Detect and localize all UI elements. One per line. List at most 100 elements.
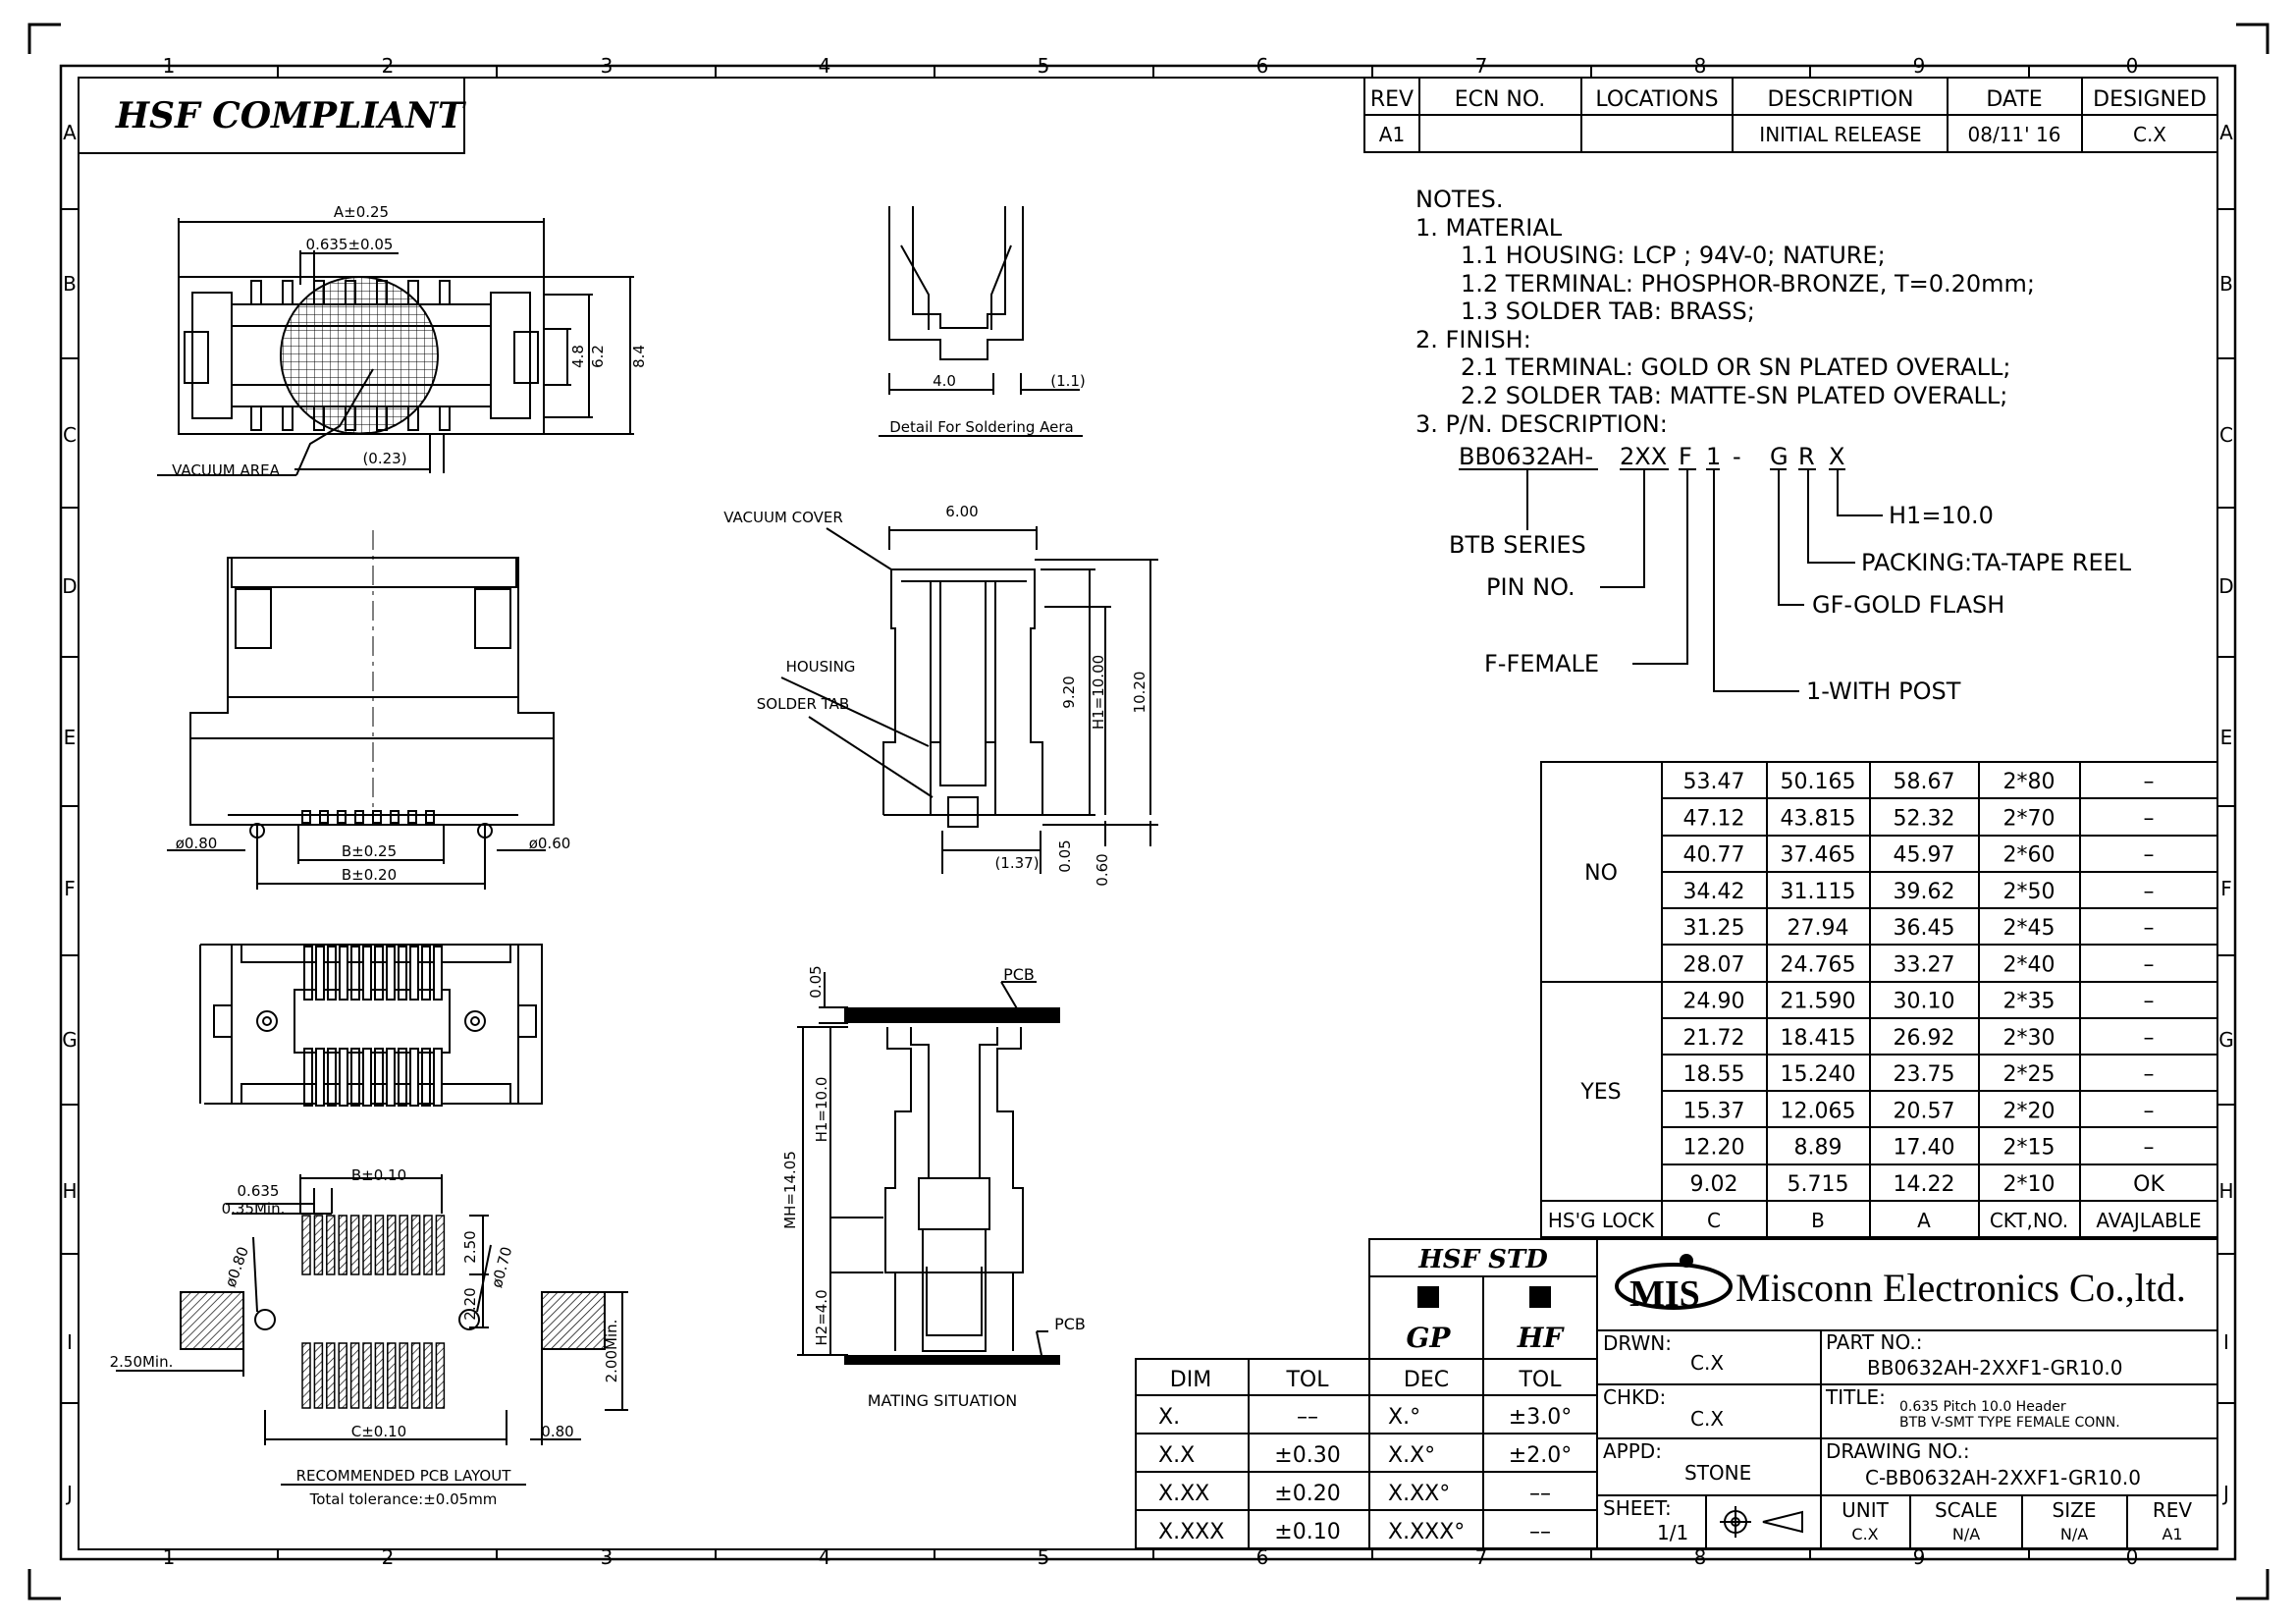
tol-value: ±0.30 [1274,1443,1340,1468]
corner-marks [27,23,2269,1600]
col-label-bottom: 4 [819,1545,831,1569]
size-table-cell: 45.97 [1894,843,1955,868]
mis-logo: MIS [1615,1254,1733,1315]
dim-1020: 10.20 [1131,672,1148,714]
pcb-pad [423,1342,433,1409]
footer-hsg-lock: HS'G LOCK [1548,1209,1655,1232]
pcb-pad [399,1342,408,1409]
logo-text: MIS [1629,1273,1700,1315]
size-table-cell: 2*15 [2003,1136,2056,1161]
dim-value: X. [1158,1405,1180,1430]
bottom-pcb [844,1355,1060,1365]
terminal-pin [386,1048,396,1107]
hsf-compliant-label: HSF COMPLIANT [115,95,466,136]
size-table-cell: 34.42 [1683,880,1745,904]
pn-part-gender: F [1679,443,1692,470]
dec-value: X.XX° [1388,1482,1450,1506]
hsf-compliant-box [78,77,465,154]
tol-value: ±3.0° [1509,1405,1572,1430]
row-label-left: E [64,726,77,749]
part-no-label: PART NO.: [1826,1330,1922,1354]
dim-060: 0.60 [1094,853,1111,886]
pcb-pad [338,1215,347,1275]
dim-h1: H1=10.0 [813,1077,830,1143]
pcb-layout-view: 0.635 0.35Min. B±0.10 2.50Min. C±0.10 0.… [110,1166,628,1508]
dim-b010: B±0.10 [351,1166,406,1184]
size-table-cell: – [2144,806,2155,831]
size-table-cell: 21.590 [1781,990,1856,1014]
terminal-pin [433,1048,443,1107]
row-label-right: I [2223,1330,2229,1354]
pcb-pad [301,1342,311,1409]
top-pcb [844,1007,1060,1023]
pcb-pad [435,1342,446,1409]
col-label-bottom: 9 [1913,1545,1926,1569]
size-table-cell: 2*35 [2003,990,2056,1014]
size-table-cell: 12.065 [1781,1099,1856,1123]
dim-200min: 2.00Min. [603,1320,620,1383]
col-label-top: 3 [601,54,614,78]
appd-label: APPD: [1603,1439,1662,1463]
footer-c: C [1707,1209,1721,1232]
title-line-2: BTB V-SMT TYPE FEMALE CONN. [1899,1415,2120,1431]
side-section-view: VACUUM COVER 6.00 HOUSING SOLDER TAB (1.… [723,503,1158,887]
bottom-pins [303,946,443,1107]
rev-header: REV [1370,87,1414,112]
tolerance-table: DIM TOL X. X.X X.XX X.XXX –– ±0.30 ±0.20… [1135,1358,1370,1549]
note-line: 2. FINISH: [1415,326,1531,353]
drawing-no-label: DRAWING NO.: [1826,1439,1970,1463]
terminal-pin [362,1048,372,1107]
dim-250min: 2.50Min. [110,1353,174,1371]
size-table-cell: – [2144,1099,2155,1123]
date-value: 08/11' 16 [1968,123,2061,146]
row-label-right: G [2218,1028,2234,1052]
row-label-right: J [2221,1482,2229,1505]
size-table-cell: 2*50 [2003,880,2056,904]
row-label-left: I [67,1330,73,1354]
designed-header: DESIGNED [2093,87,2207,112]
size-table-cell: 39.62 [1894,880,1955,904]
pcb-pad [326,1215,336,1275]
designed-value: C.X [2133,123,2166,146]
pcb-pad [362,1342,372,1409]
dim-h2: H2=4.0 [813,1289,830,1345]
dim-005: 0.05 [807,965,825,998]
note-line: 2.2 SOLDER TAB: MATTE-SN PLATED OVERALL; [1461,382,2007,409]
row-label-left: B [63,272,77,296]
terminal-pin [433,946,443,1001]
description-header: DESCRIPTION [1768,87,1914,112]
dim-080: 0.80 [541,1423,573,1440]
dim-48: 4.8 [569,345,587,368]
vacuum-area-label: VACUUM AREA [172,461,281,479]
description-value: INITIAL RELEASE [1759,123,1921,146]
tol-value: –– [1529,1482,1551,1506]
row-labels: A B C D E F G H I J A B C D E F G H I J [62,121,2234,1505]
dim-phi070: ø0.70 [488,1245,515,1290]
terminal-pin [303,946,313,1001]
size-table-cell: 12.20 [1683,1136,1745,1161]
tol-value: ±0.10 [1274,1520,1340,1544]
size-table-cell: 37.465 [1781,843,1856,868]
outer-frame [59,64,2237,1561]
terminal-pin [409,946,419,1001]
dim-40: 4.0 [933,372,956,390]
dim-phi060: ø0.60 [529,835,571,852]
row-label-left: A [63,121,77,144]
size-table-cell: 50.165 [1781,770,1856,794]
size-table-cell: – [2144,916,2155,941]
col-label-top: 7 [1475,54,1488,78]
dec-value: X.° [1388,1405,1420,1430]
row-label-left: C [63,423,77,447]
note-line: 2.1 TERMINAL: GOLD OR SN PLATED OVERALL; [1461,353,2010,381]
pcb-layout-tolerance: Total tolerance:±0.05mm [309,1490,498,1508]
pcb-pad [374,1342,385,1409]
pcb-pad [349,1215,360,1275]
pcb-pad [387,1342,397,1409]
dim-header: DIM [1170,1368,1211,1392]
size-table-cell: 31.25 [1683,916,1745,941]
pcb-pad [326,1342,336,1409]
pcb-pad [301,1215,311,1275]
terminal-pin [327,1048,337,1107]
